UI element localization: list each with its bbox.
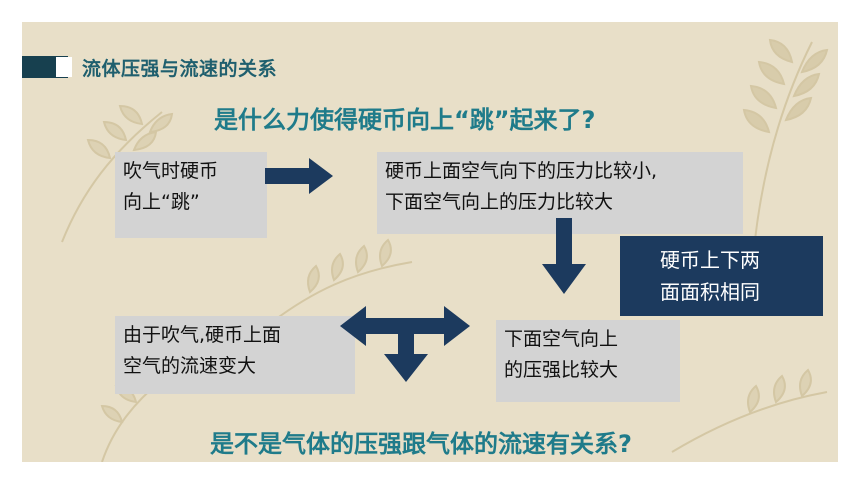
wheat-decoration-top-right bbox=[742, 38, 829, 273]
box-blow: 吹气时硬币 向上“跳” bbox=[115, 152, 267, 238]
page-title: 流体压强与流速的关系 bbox=[82, 58, 278, 80]
box-speed: 由于吹气,硬币上面 空气的流速变大 bbox=[115, 316, 355, 394]
box-pressure: 下面空气向上 的压强比较大 bbox=[496, 320, 680, 402]
box-speed-line1: 由于吹气,硬币上面 bbox=[123, 324, 282, 346]
wheat-decoration-left bbox=[61, 104, 174, 243]
arrow-down-icon bbox=[542, 218, 586, 294]
slide: 流体压强与流速的关系 是什么力使得硬币向上“跳”起来了? 是不是气体的压强跟气体… bbox=[22, 22, 838, 462]
wheat-decoration-center bbox=[271, 238, 413, 323]
box-area: 硬币上下两 面面积相同 bbox=[620, 236, 823, 316]
box-area-line1: 硬币上下两 bbox=[660, 248, 760, 272]
arrow-right-icon bbox=[265, 158, 333, 194]
title-tab-notch bbox=[56, 57, 72, 77]
arrow-double-horizontal-icon bbox=[340, 306, 470, 346]
box-pressure-line1: 下面空气向上 bbox=[504, 328, 619, 350]
box-force-line1: 硬币上面空气向下的压力比较小, bbox=[385, 160, 658, 182]
wheat-decoration-bottom-right bbox=[671, 368, 828, 453]
box-blow-line2: 向上“跳” bbox=[123, 191, 200, 213]
box-force-line2: 下面空气向上的压力比较大 bbox=[385, 191, 614, 213]
box-blow-line1: 吹气时硬币 bbox=[123, 160, 219, 182]
box-area-line2: 面面积相同 bbox=[660, 280, 760, 304]
question-top: 是什么力使得硬币向上“跳”起来了? bbox=[214, 106, 596, 134]
question-bottom: 是不是气体的压强跟气体的流速有关系? bbox=[210, 430, 632, 458]
arrow-down-small-icon bbox=[384, 330, 428, 382]
box-pressure-line2: 的压强比较大 bbox=[504, 359, 619, 381]
box-speed-line2: 空气的流速变大 bbox=[123, 355, 257, 377]
